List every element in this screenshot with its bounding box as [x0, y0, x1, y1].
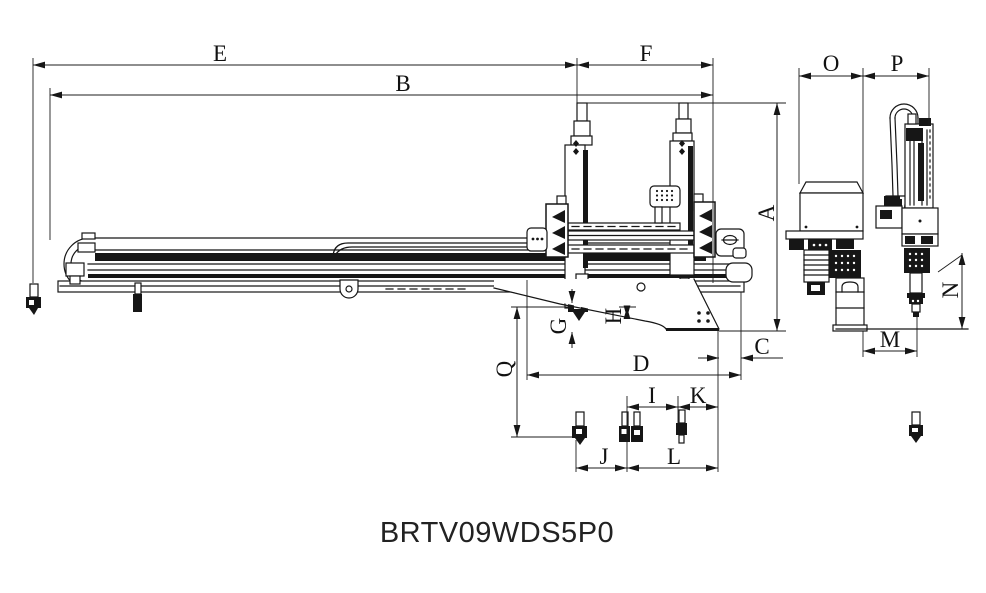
dim-label-B: B	[395, 71, 410, 96]
dim-M: M	[862, 314, 918, 357]
control-box	[785, 181, 865, 251]
dim-label-G: G	[546, 318, 571, 335]
dim-L: L	[627, 444, 718, 472]
dim-label-J: J	[600, 444, 609, 469]
dim-label-Q: Q	[492, 360, 517, 377]
dim-N: N	[937, 253, 966, 329]
dim-label-C: C	[754, 334, 769, 359]
dim-label-F: F	[640, 41, 653, 66]
dim-G: G	[546, 289, 576, 348]
dim-label-O: O	[823, 51, 840, 76]
dim-D: D	[526, 280, 741, 380]
vertical-rail	[875, 113, 939, 247]
dim-C: C	[698, 292, 783, 380]
dimensions-side: O P N M	[798, 51, 966, 357]
drive-stack	[803, 249, 868, 332]
dim-A: A	[578, 102, 786, 332]
dim-label-P: P	[891, 51, 904, 76]
side-view	[785, 103, 969, 443]
dim-B: B	[49, 58, 714, 283]
dimensions-front: E B F A C D	[32, 41, 786, 472]
dim-label-N: N	[938, 281, 963, 298]
carriage-assembly	[526, 185, 747, 259]
dim-label-I: I	[648, 383, 656, 408]
dim-Q: Q	[492, 306, 572, 438]
gripper-icon-pair	[619, 411, 643, 442]
base-mount-plate	[493, 278, 720, 331]
end-effector-icon-left	[26, 283, 41, 315]
beam-clamp	[339, 279, 359, 299]
dim-label-L: L	[667, 444, 681, 469]
dim-label-H: H	[601, 308, 626, 325]
lower-arm-gripper	[904, 248, 930, 317]
dim-label-A: A	[754, 204, 779, 221]
gripper-icon-side	[909, 411, 923, 443]
model-caption: BRTV09WDS5P0	[380, 517, 614, 549]
dim-label-M: M	[880, 327, 900, 352]
dim-J: J	[575, 440, 627, 472]
dim-label-E: E	[213, 41, 227, 66]
dim-E: E	[32, 41, 577, 283]
front-view	[26, 102, 753, 445]
sprue-gripper-post	[133, 282, 142, 312]
dim-K: K	[678, 331, 719, 472]
dim-label-D: D	[633, 351, 650, 376]
dim-F: F	[576, 41, 713, 103]
dim-label-K: K	[690, 383, 707, 408]
dim-O: O	[798, 51, 864, 237]
gripper-icon-a	[572, 411, 587, 445]
dim-P: P	[863, 51, 930, 126]
dim-H: H	[601, 305, 636, 325]
